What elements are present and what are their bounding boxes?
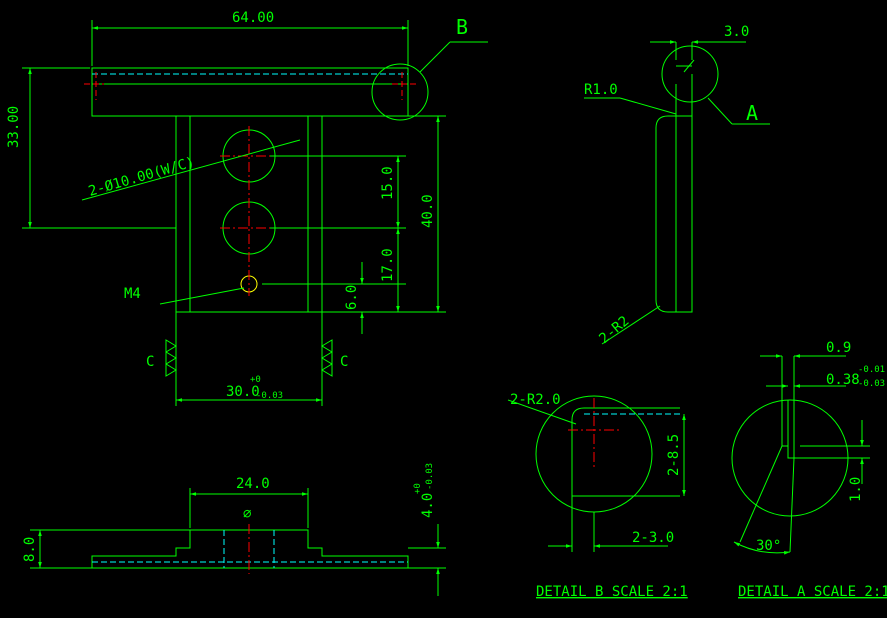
label-det-b-w: 2-3.0 bbox=[632, 530, 674, 546]
dim-det-a-angle bbox=[733, 541, 791, 555]
top-flange-outline bbox=[91, 67, 409, 117]
label-m4: M4 bbox=[124, 286, 141, 302]
label-det-a-h: 1.0 bbox=[848, 477, 864, 502]
label-det-a-slot-low: -0.03 bbox=[858, 379, 885, 389]
hole-lower bbox=[222, 201, 276, 255]
label-64: 64.00 bbox=[232, 10, 274, 26]
label-30-tol-up: +0 bbox=[250, 375, 261, 385]
flat-symbol: ⌀ bbox=[243, 506, 252, 522]
label-24: 24.0 bbox=[236, 476, 270, 492]
detail-b-callout-circle bbox=[371, 63, 429, 121]
top-view bbox=[22, 20, 488, 406]
label-b-marker: B bbox=[456, 15, 468, 39]
body-outline bbox=[175, 115, 323, 313]
m4-leader bbox=[159, 287, 245, 305]
label-a-marker: A bbox=[746, 101, 758, 125]
label-30-tol-low: -0.03 bbox=[256, 391, 283, 401]
r2-leader bbox=[601, 305, 661, 345]
label-6: 6.0 bbox=[344, 285, 360, 310]
label-30: 30.0 bbox=[226, 384, 260, 400]
label-det-a-w: 0.9 bbox=[826, 340, 851, 356]
datum-c-right bbox=[321, 339, 333, 377]
label-det-a-angle: 30° bbox=[756, 538, 781, 554]
side-view bbox=[584, 40, 770, 345]
label-3: 3.0 bbox=[724, 24, 749, 40]
label-holes: 2-Ø10.00(W/C) bbox=[87, 154, 197, 200]
label-det-a-slot-up: -0.01 bbox=[858, 365, 885, 375]
label-4: 4.0 bbox=[420, 493, 436, 518]
label-det-a-slot: 0.38 bbox=[826, 372, 860, 388]
label-4-tol-up: +0 bbox=[413, 483, 423, 494]
detail-a bbox=[731, 354, 870, 555]
detail-b bbox=[507, 395, 686, 552]
label-15: 15.0 bbox=[380, 166, 396, 200]
label-33: 33.00 bbox=[6, 106, 22, 148]
datum-c-left bbox=[165, 339, 177, 377]
detail-a-callout-circle bbox=[661, 45, 719, 103]
label-4-tol-low: -0.03 bbox=[425, 463, 435, 490]
label-8: 8.0 bbox=[22, 537, 38, 562]
label-r1: R1.0 bbox=[584, 82, 618, 98]
label-detail-b: DETAIL B SCALE 2:1 bbox=[536, 584, 688, 600]
label-det-b-r: 2-R2.0 bbox=[510, 392, 561, 408]
front-view bbox=[30, 488, 446, 596]
r1-leader bbox=[619, 97, 677, 115]
label-c-left: C bbox=[146, 354, 154, 370]
label-det-b-h: 2-8.5 bbox=[666, 434, 682, 476]
label-detail-a: DETAIL A SCALE 2:1 bbox=[738, 584, 887, 600]
side-outline bbox=[655, 115, 693, 313]
label-c-right: C bbox=[340, 354, 348, 370]
label-40: 40.0 bbox=[420, 194, 436, 228]
holes-leader bbox=[81, 139, 301, 201]
hole-upper bbox=[222, 129, 276, 183]
label-2-r2: 2-R2 bbox=[596, 313, 632, 347]
det-b-r-leader bbox=[507, 399, 577, 425]
label-17: 17.0 bbox=[380, 248, 396, 282]
